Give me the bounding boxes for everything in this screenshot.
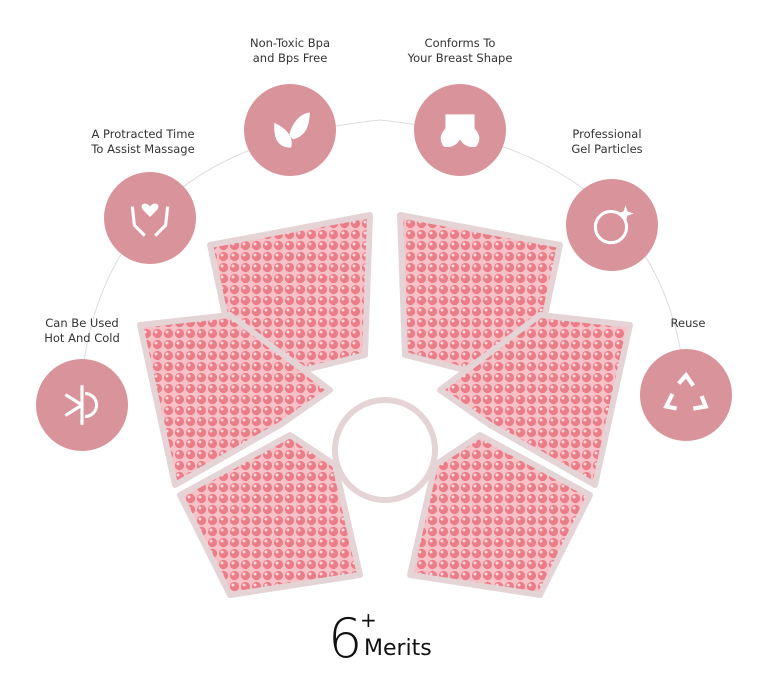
merits-number: 6 xyxy=(328,607,363,670)
recycle-icon xyxy=(640,349,732,441)
merits-plus: + xyxy=(360,608,377,632)
gel-pad-image xyxy=(137,212,633,598)
hot-cold-icon xyxy=(36,359,128,451)
sparkle-orb-icon xyxy=(566,179,658,271)
bra-icon xyxy=(414,84,506,176)
heart-hands-icon xyxy=(104,172,196,264)
feature-label-reuse: Reuse xyxy=(670,316,706,330)
merits-text: Merits xyxy=(364,636,432,661)
leaf-icon xyxy=(244,84,336,176)
